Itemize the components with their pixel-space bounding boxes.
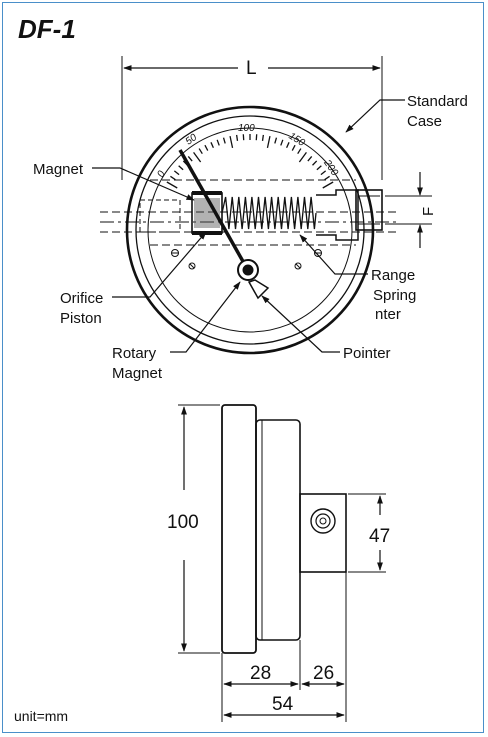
dial-tick (291, 144, 296, 151)
dial-tick (324, 175, 330, 181)
dial-tick (235, 134, 239, 141)
label-rotary-magnet-1: Rotary (112, 345, 157, 362)
leader-rotary-magnet (170, 281, 241, 353)
dial-tick (204, 144, 209, 151)
inlet-fitting (139, 199, 181, 233)
pointer-tail (247, 279, 270, 300)
label-pointer: Pointer (343, 345, 391, 362)
dial-tick (298, 151, 307, 163)
leader-range-spring (299, 234, 368, 275)
scale-label-200: 200 (321, 157, 340, 178)
case-outer-ring (125, 105, 375, 355)
side-body (255, 419, 301, 641)
spring-stop (316, 189, 359, 241)
dial-tick (229, 135, 234, 148)
front-view (92, 56, 432, 355)
port-outer-icon (310, 508, 336, 534)
leader-magnet (92, 167, 195, 201)
dial-tick (170, 175, 176, 181)
leader-standard-case (345, 99, 405, 133)
dial-scale-labels: 0 50 100 150 200 (155, 123, 340, 179)
label-orifice-piston-1: Orifice (60, 290, 103, 307)
dimension-28-label: 28 (250, 663, 271, 684)
label-magnet: Magnet (33, 161, 84, 178)
side-view (178, 404, 386, 722)
dial-tick (187, 156, 193, 162)
drawing-frame (2, 2, 484, 733)
dial-tick (198, 148, 203, 155)
dial-tick (312, 160, 318, 166)
case-inner-ring (135, 115, 365, 345)
range-spring (221, 196, 317, 230)
label-orifice-piston-2: Piston (60, 310, 102, 327)
dial-tick (286, 142, 290, 149)
dimension-100-label: 100 (167, 512, 199, 533)
label-standard-case-1: Standard (407, 93, 468, 110)
unit-note: unit=mm (14, 708, 69, 724)
model-title: DF-1 (18, 14, 76, 44)
scale-label-100: 100 (238, 123, 255, 134)
leader-orifice-piston (112, 231, 207, 298)
dial-tick (322, 181, 334, 189)
dial-tick (166, 181, 178, 189)
dimension-f-label: F (420, 207, 437, 216)
label-range-spring-3: nter (375, 306, 401, 323)
label-range-spring-2: Spring (373, 287, 416, 304)
leader-pointer (261, 295, 340, 353)
scale-label-150: 150 (287, 131, 307, 149)
label-standard-case-2: Case (407, 113, 442, 130)
dial-tick (320, 170, 327, 176)
dial-tick (216, 139, 220, 146)
dial-tick (316, 165, 322, 171)
side-port-block (299, 493, 347, 573)
dimension-26-label: 26 (313, 663, 334, 684)
dial-face (147, 127, 353, 333)
dial-tick (178, 165, 184, 171)
dimension-54-label: 54 (272, 694, 294, 715)
dial-tick (210, 142, 214, 149)
dial-tick (280, 139, 284, 146)
dial-tick (266, 135, 271, 148)
scale-label-0: 0 (155, 169, 168, 179)
dial-tick (274, 137, 278, 144)
dial-tick (307, 156, 313, 162)
side-front-bezel (221, 404, 257, 654)
dial-tick (222, 137, 226, 144)
pointer-needle (178, 149, 247, 266)
dial-tick (261, 134, 265, 141)
label-rotary-magnet-2: Magnet (112, 365, 163, 382)
dial-ticks (166, 134, 334, 189)
dimension-l-label: L (246, 58, 257, 79)
dial-tick (173, 170, 180, 176)
outlet-port (355, 189, 383, 231)
dial-tick (193, 151, 202, 163)
dial-tick (297, 148, 302, 155)
scale-label-50: 50 (184, 132, 200, 148)
dimension-47-label: 47 (369, 526, 390, 547)
label-range-spring-1: Range (371, 267, 415, 284)
